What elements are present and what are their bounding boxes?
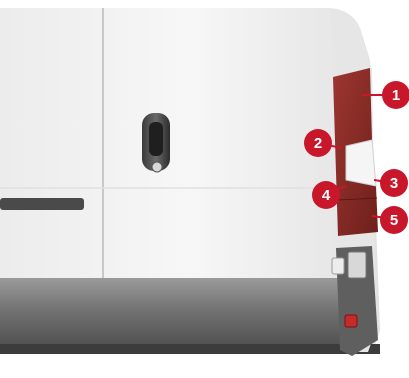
callout-4: 4	[312, 181, 340, 209]
plate-lamp	[348, 252, 366, 278]
callout-1: 1	[382, 81, 409, 109]
callout-label: 4	[322, 187, 331, 204]
callout-label: 5	[390, 212, 398, 229]
callout-2: 2	[304, 129, 332, 157]
hinge-plate	[332, 258, 344, 274]
callout-label: 2	[314, 135, 322, 152]
reflector-icon	[345, 315, 357, 327]
callout-5: 5	[380, 206, 408, 234]
lower-skirt	[0, 278, 344, 348]
lock-icon[interactable]	[152, 162, 162, 172]
callout-label: 1	[392, 87, 400, 104]
reverse-lamp	[346, 140, 376, 186]
side-trim-strip	[0, 198, 84, 210]
bottom-sill	[0, 344, 380, 354]
callout-3: 3	[380, 169, 408, 197]
callout-label: 3	[390, 175, 398, 192]
